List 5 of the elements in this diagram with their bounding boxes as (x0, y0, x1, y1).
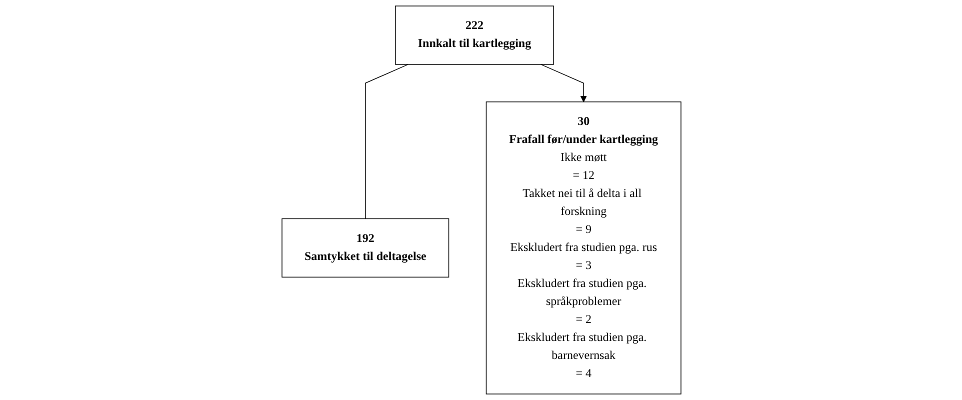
node-box: 192 Samtykket til deltagelse (281, 218, 449, 278)
node-box: 30 Frafall før/under kartlegging Ikke møtt = 12 Takket nei til å delta i all forskning = 9 Ekskludert fra studien pga. rus = 3 Ekskludert fra studien pga. språkproblemer = 2 Ekskludert fra studien pga. barnevernsak = 4 (485, 102, 681, 394)
node-box: 222 Innkalt til kartlegging (394, 6, 554, 65)
connector (364, 64, 408, 220)
arrow (540, 64, 586, 102)
